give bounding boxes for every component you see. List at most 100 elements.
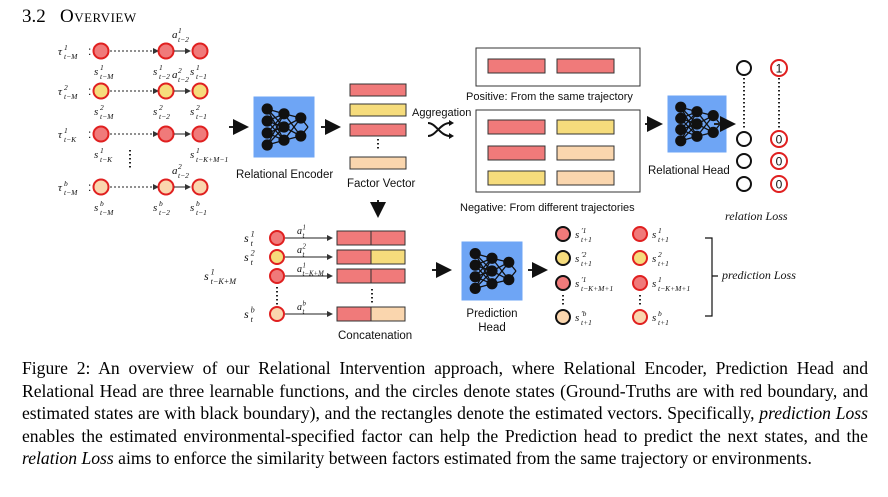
predicted-state-label-3-sup: ′b <box>581 309 587 318</box>
tau-label-2-sup: 1 <box>64 126 68 135</box>
action-label-3-base: a <box>172 165 178 177</box>
relation-target-circle-2 <box>770 152 788 170</box>
true-state-label-3-sub: t+1 <box>658 318 669 327</box>
predicted-state-circle-2 <box>555 275 571 291</box>
prediction-head-net-icon-node <box>469 248 481 260</box>
tau-label-0-sup: 1 <box>64 43 68 52</box>
predicted-state-label-3-base: s <box>575 312 579 324</box>
relation-value-1: 0 <box>776 133 783 147</box>
action-label-0-sup: 1 <box>178 26 182 35</box>
tau-colon-3: : <box>88 180 91 194</box>
prediction-head-net-icon-node <box>486 265 498 277</box>
negative-label: Negative: From different trajectories <box>460 202 635 214</box>
concat-state-label-0-base: s <box>244 231 249 245</box>
relation-target-circle-3 <box>770 175 788 193</box>
predicted-state-label-2-sup: ′1 <box>581 275 586 284</box>
concat-state-circle-2 <box>269 268 285 284</box>
state-label-3-a-sub: t−M <box>100 208 114 217</box>
relational-head-net-icon-node <box>691 130 703 142</box>
prediction-head-net-icon-node <box>469 271 481 283</box>
state-label-2-c-base: s <box>190 149 194 161</box>
concat-action-label-2-sup: 1 <box>303 263 306 270</box>
relational-encoder-net-icon-node <box>295 130 307 142</box>
state-label-3-b-base: s <box>153 202 157 214</box>
relational-encoder-net-icon-node <box>261 139 273 151</box>
true-state-label-0-sup: 1 <box>658 226 662 235</box>
predicted-state-circle-1 <box>555 250 571 266</box>
predicted-state-label-0-base: s <box>575 229 579 241</box>
state-label-1-b-base: s <box>153 106 157 118</box>
concat-vector-right-3 <box>370 306 406 322</box>
concatenation-label: Concatenation <box>338 330 412 342</box>
state-label-3-a-sup: b <box>100 199 104 208</box>
caption-text-2: enables the estimated environmental-spec… <box>22 425 868 446</box>
state-label-0-a-sup: 1 <box>100 63 104 72</box>
relational-head-net-icon-node <box>691 118 703 130</box>
tau-colon-1: : <box>88 84 91 98</box>
predicted-state-label-1-sub: t+1 <box>581 259 592 268</box>
relational-encoder-net-icon-node <box>261 127 273 139</box>
prediction-head-net-icon <box>461 241 523 301</box>
relational-head-net-icon-node <box>675 112 687 125</box>
prediction-head-net-icon-node <box>503 256 515 268</box>
caption-label: Figure 2: <box>22 358 91 378</box>
prediction-loss-bracket <box>705 237 718 317</box>
section-heading: 3.2 Overview <box>22 6 137 28</box>
state-circle-0-b <box>157 42 175 60</box>
concat-state-label-1-sup: 2 <box>251 249 255 258</box>
predicted-state-label-3-sub: t+1 <box>581 318 592 327</box>
tau-label-1-base: τ <box>58 86 63 98</box>
state-label-0-b-sup: 1 <box>159 63 163 72</box>
tau-label-1-sup: 2 <box>64 83 68 92</box>
relational-head: Relational Head <box>645 95 736 177</box>
negative-rect-0-a <box>487 119 546 135</box>
factor-vector-rect-0 <box>349 83 407 97</box>
prediction-loss-label: prediction Loss <box>721 268 796 282</box>
action-label-3-sup: 2 <box>178 162 182 171</box>
positive-rect-a <box>487 58 546 74</box>
predicted-state-label-2-base: s <box>575 278 579 290</box>
state-label-1-b-sub: t−2 <box>159 112 170 121</box>
true-state-label-1-sup: 2 <box>658 250 662 259</box>
action-label-0-sub: t−2 <box>178 35 189 44</box>
concat-action-label-3-sup: b <box>303 301 307 308</box>
relational-encoder-net-icon-node <box>278 134 290 146</box>
state-label-0-b-sub: t−2 <box>159 72 170 81</box>
state-label-3-c-base: s <box>190 202 194 214</box>
estimated-relation-circle-0 <box>736 60 752 76</box>
concat-state-circle-0 <box>269 230 285 246</box>
positive-box <box>475 47 641 87</box>
caption-em-relation-loss: relation Loss <box>22 448 114 469</box>
state-label-3-c-sup: b <box>196 199 200 208</box>
prediction-head-label-1: Prediction <box>466 308 517 320</box>
prediction-head-net-icon-node <box>469 259 481 271</box>
state-circle-1-b <box>157 82 175 100</box>
relational-encoder-net-icon-node <box>278 108 290 120</box>
caption-text-3: aims to enforce the similarity between f… <box>118 448 812 469</box>
tau-label-3-base: τ <box>58 182 63 194</box>
relational-encoder-net-icon-edge <box>266 113 285 146</box>
true-state-label-2-base: s <box>652 278 656 290</box>
relational-head-net-icon-node <box>675 101 687 113</box>
relational-encoder-net-icon-node <box>278 121 290 133</box>
true-state-label-2-sup: 1 <box>658 275 662 284</box>
relational-encoder-net-icon-node <box>261 103 273 115</box>
relational-encoder-net-icon-node <box>261 115 273 127</box>
factor-vector-rect-3 <box>349 156 407 170</box>
positive-negative-boxes: Positive: From the same trajectoryNegati… <box>460 47 641 214</box>
prediction-head-net-icon-node <box>486 252 498 264</box>
